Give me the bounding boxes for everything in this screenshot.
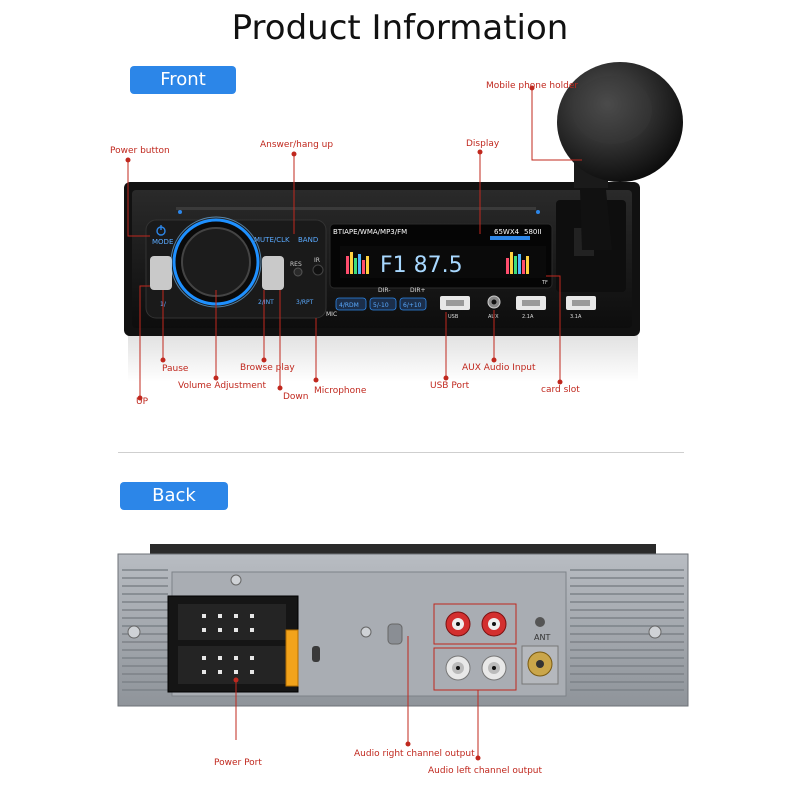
display-readout: F1 87.5 [380, 253, 463, 278]
key-4-label: 4/RDM [339, 302, 359, 309]
callout-audio-right-output: Audio right channel output [354, 749, 475, 759]
dir-plus-label: DIR+ [410, 287, 426, 294]
screw-icon [230, 574, 242, 586]
callout-down: Down [283, 392, 309, 402]
callout-up: UP [136, 397, 149, 407]
section-divider [118, 452, 684, 453]
power-spec-label: 65WX4 [494, 228, 520, 236]
spectrum-right [506, 252, 529, 274]
callout-audio-left-output: Audio left channel output [428, 766, 543, 776]
tf-label: TF [541, 280, 548, 286]
back-section-badge: Back [120, 482, 228, 510]
callout-browse-play: Browse play [240, 363, 295, 373]
callout-microphone: Microphone [314, 386, 367, 396]
key-2-label: 2/INT [258, 299, 274, 306]
band-label: BAND [298, 236, 318, 244]
callout-aux-audio-input: AUX Audio Input [462, 363, 536, 373]
callout-mobile-phone-holder: Mobile phone holder [486, 81, 579, 91]
model-label: 580II [524, 228, 542, 236]
down-button [262, 256, 284, 290]
callout-display: Display [466, 139, 500, 149]
key-5-label: 5/-10 [373, 302, 389, 309]
mute-clk-label: MUTE/CLK [254, 236, 290, 244]
right-heat-fins [570, 569, 684, 691]
magnetic-mount [557, 62, 683, 182]
usb-label: USB [448, 314, 459, 320]
screw-icon [648, 625, 662, 639]
chassis-top-lip [150, 544, 656, 554]
callout-pause: Pause [162, 364, 189, 374]
rca-right-channel [445, 611, 507, 637]
dir-minus-label: DIR- [378, 287, 390, 294]
callout-power-button: Power button [110, 146, 170, 156]
mode-label: MODE [152, 238, 173, 246]
format-strip-label: BTIAPE/WMA/MP3/FM [333, 228, 407, 236]
callout-volume-adjustment: Volume Adjustment [178, 381, 267, 391]
rca-left-channel [445, 655, 507, 681]
callout-usb-port: USB Port [430, 381, 470, 391]
callout-power-port: Power Port [214, 758, 262, 768]
front-panel-illustration: MODE MUTE/CLK BAND RES IR BTIAPE/WMA/MP3… [124, 62, 683, 401]
fuse [285, 629, 299, 687]
res-label: RES [290, 261, 302, 268]
spectrum-left [346, 252, 369, 274]
screw-icon [360, 626, 372, 638]
ir-label: IR [314, 257, 320, 264]
key-6-label: 6/+10 [403, 302, 422, 309]
callout-answer-hang-up: Answer/hang up [260, 140, 334, 150]
up-button [150, 256, 172, 290]
ant-label: ANT [534, 633, 550, 642]
key-3-label: 3/RPT [296, 299, 314, 306]
usb-2a-label: 2.1A [522, 314, 534, 320]
callout-card-slot: card slot [541, 385, 580, 395]
screw-icon [127, 625, 141, 639]
usb-3a-label: 3.1A [570, 314, 582, 320]
front-section-badge: Front [130, 66, 236, 94]
mic-label: MIC [326, 311, 337, 318]
page-title: Product Information [231, 8, 569, 48]
left-heat-fins [122, 569, 168, 691]
